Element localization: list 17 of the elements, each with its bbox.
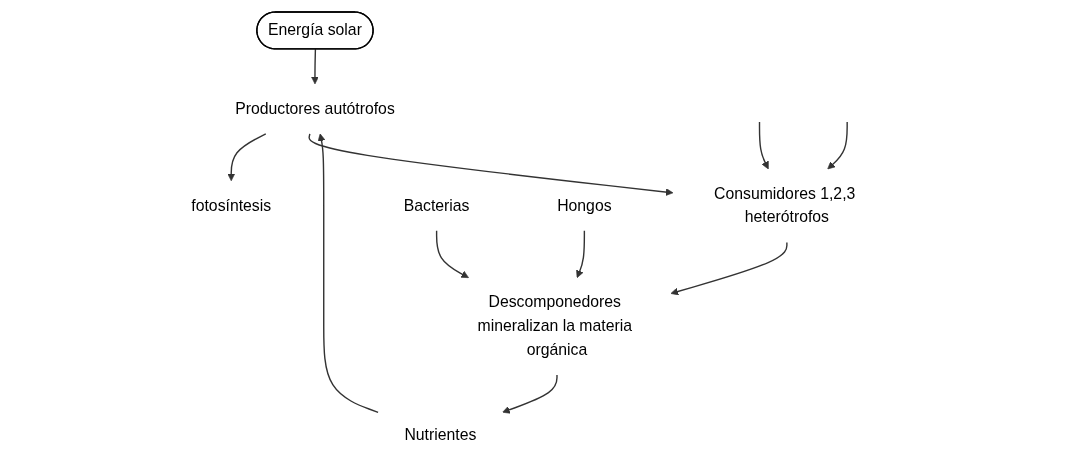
arrow bbox=[670, 241, 788, 296]
arrow bbox=[307, 133, 673, 196]
arrow bbox=[758, 121, 769, 170]
arrow bbox=[575, 230, 585, 278]
arrow bbox=[226, 133, 267, 182]
arrow bbox=[826, 121, 848, 170]
node-text: fotosíntesis bbox=[190, 196, 271, 215]
node-text: Descomponedores mineralizan la materia orgánica bbox=[477, 293, 632, 359]
arrow bbox=[501, 374, 558, 414]
arrow bbox=[317, 133, 379, 413]
node-text: Productores autótrofos bbox=[234, 99, 395, 118]
node-text: Nutrientes bbox=[403, 425, 476, 444]
arrow bbox=[310, 48, 319, 85]
node-text: Bacterias bbox=[403, 196, 470, 215]
arrow bbox=[435, 230, 469, 278]
node-text: Consumidores 1,2,3 heterótrofos bbox=[713, 184, 855, 226]
node-text: Hongos bbox=[556, 196, 612, 215]
